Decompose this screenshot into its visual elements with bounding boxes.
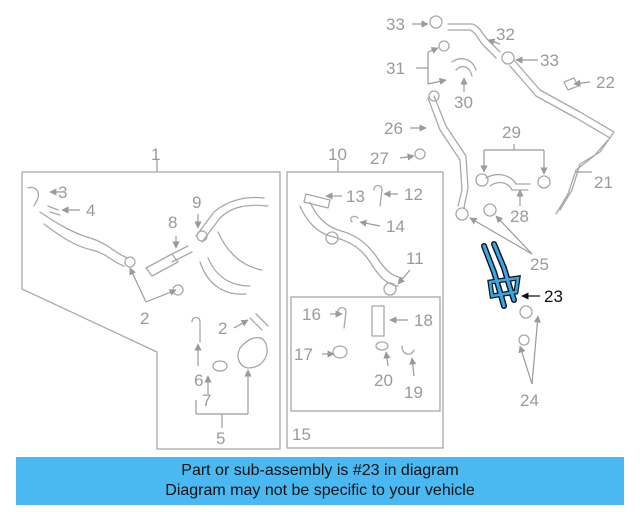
info-banner: Part or sub-assembly is #23 in diagram D… xyxy=(16,457,624,505)
callout-27: 27 xyxy=(370,149,389,168)
callout-11: 11 xyxy=(406,249,424,268)
callout-9: 9 xyxy=(192,193,201,212)
callout-18: 18 xyxy=(414,311,433,330)
callout-31: 31 xyxy=(386,59,405,78)
part-23-highlighted xyxy=(481,241,521,309)
callout-1: 1 xyxy=(151,145,160,164)
callout-22: 22 xyxy=(596,73,615,92)
group-box-1 xyxy=(21,160,281,450)
callout-23: 23 xyxy=(544,287,563,306)
callout-10: 10 xyxy=(328,145,347,164)
banner-line-2: Diagram may not be specific to your vehi… xyxy=(165,482,475,499)
callout-32: 32 xyxy=(496,25,515,44)
callout-labels: 1 2 2 3 4 5 6 7 8 9 10 11 12 13 14 15 16… xyxy=(58,15,615,448)
callout-19: 19 xyxy=(404,383,423,402)
callout-21: 21 xyxy=(594,173,613,192)
callout-28: 28 xyxy=(510,207,529,226)
callout-30: 30 xyxy=(454,93,473,112)
callout-3: 3 xyxy=(58,183,67,202)
callout-5: 5 xyxy=(216,429,225,448)
callout-4: 4 xyxy=(86,201,95,220)
callout-26: 26 xyxy=(384,119,403,138)
group-box-10 xyxy=(286,160,444,449)
callout-17: 17 xyxy=(294,345,313,364)
group-box-15 xyxy=(290,296,441,412)
banner-line-1: Part or sub-assembly is #23 in diagram xyxy=(181,462,459,479)
callout-2a: 2 xyxy=(140,309,149,328)
callout-13: 13 xyxy=(346,187,365,206)
hose-assembly-box15 xyxy=(332,305,415,359)
callout-33b: 33 xyxy=(540,51,559,70)
callout-8: 8 xyxy=(168,213,177,232)
hose-assembly-box1 xyxy=(27,186,269,372)
callout-29: 29 xyxy=(502,123,521,142)
callout-14: 14 xyxy=(386,217,405,236)
callout-2b: 2 xyxy=(218,319,227,338)
callout-16: 16 xyxy=(302,305,321,324)
callout-20: 20 xyxy=(374,371,393,390)
hose-assembly-box10 xyxy=(299,184,403,296)
leader-lines xyxy=(49,20,592,428)
callout-7: 7 xyxy=(202,391,211,410)
clamps-fittings xyxy=(414,15,551,346)
callout-24: 24 xyxy=(520,391,539,410)
callout-12: 12 xyxy=(404,185,423,204)
callout-25: 25 xyxy=(530,255,549,274)
callout-33a: 33 xyxy=(386,15,405,34)
callout-6: 6 xyxy=(194,371,203,390)
pipe-assembly-upper-right xyxy=(427,23,615,215)
callout-15: 15 xyxy=(292,425,311,444)
